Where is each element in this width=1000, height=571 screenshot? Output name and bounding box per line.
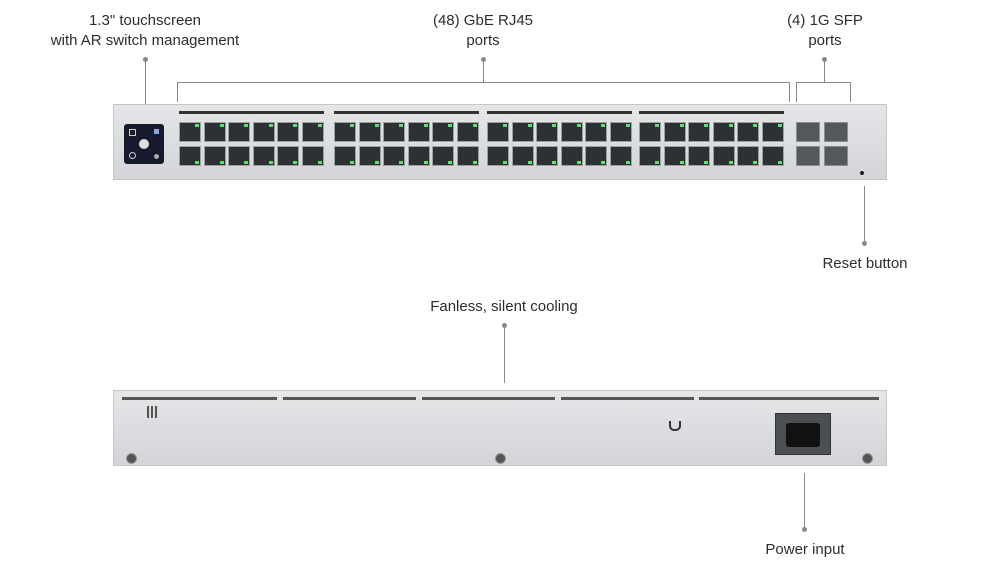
rj45-port[interactable]: [277, 122, 299, 142]
rj45-port[interactable]: [663, 122, 686, 142]
screw-icon: [862, 453, 873, 464]
rj45-port[interactable]: [487, 146, 509, 166]
rj45-port[interactable]: [761, 122, 784, 142]
rj45-port[interactable]: [203, 146, 226, 166]
rj45-port[interactable]: [585, 122, 607, 142]
power-callout: Power input: [765, 541, 845, 558]
rj45-port[interactable]: [383, 146, 405, 166]
rj45-port[interactable]: [511, 122, 534, 142]
port-group-bar: [487, 111, 632, 114]
rear-panel: [113, 390, 887, 466]
rj45-port[interactable]: [203, 122, 226, 142]
rj45-port[interactable]: [487, 122, 509, 142]
rj45-port[interactable]: [511, 146, 534, 166]
rj45-port[interactable]: [179, 146, 201, 166]
sfp-port[interactable]: [824, 122, 848, 142]
rj45-port[interactable]: [639, 146, 661, 166]
rj45-port[interactable]: [609, 122, 632, 142]
power-input-socket[interactable]: [775, 413, 831, 455]
rj45-port[interactable]: [609, 146, 632, 166]
sfp-port[interactable]: [796, 122, 820, 142]
reset-button[interactable]: [860, 171, 864, 175]
rj45-port[interactable]: [560, 122, 583, 142]
rj45-port[interactable]: [432, 122, 454, 142]
rj45-port[interactable]: [536, 122, 558, 142]
rj45-port[interactable]: [585, 146, 607, 166]
rj45-port[interactable]: [358, 122, 381, 142]
rj45-port[interactable]: [252, 146, 275, 166]
rj45-port[interactable]: [334, 122, 356, 142]
qr-code-icon: [147, 406, 159, 418]
rj45-port[interactable]: [663, 146, 686, 166]
rj45-port[interactable]: [179, 122, 201, 142]
rj45-port[interactable]: [407, 122, 430, 142]
sfp-port[interactable]: [824, 146, 848, 166]
touchscreen[interactable]: [124, 124, 164, 164]
port-group-bar: [639, 111, 784, 114]
sfp-callout: (4) 1G SFP ports: [787, 12, 863, 49]
rj45-port[interactable]: [688, 122, 710, 142]
rj45-port[interactable]: [277, 146, 299, 166]
rj45-port[interactable]: [301, 122, 324, 142]
rj45-port[interactable]: [737, 146, 759, 166]
sfp-port[interactable]: [796, 146, 820, 166]
rj45-port[interactable]: [639, 122, 661, 142]
rj45-port[interactable]: [761, 146, 784, 166]
port-group-bar: [179, 111, 324, 114]
rj45-port[interactable]: [228, 146, 250, 166]
rj45-port[interactable]: [228, 122, 250, 142]
rj45-port[interactable]: [334, 146, 356, 166]
front-panel: [113, 104, 887, 180]
rj45-port[interactable]: [301, 146, 324, 166]
ubiquiti-logo-icon: [669, 421, 681, 431]
port-group-bar: [334, 111, 479, 114]
rj45-port[interactable]: [358, 146, 381, 166]
rj45-port[interactable]: [688, 146, 710, 166]
rj45-port[interactable]: [536, 146, 558, 166]
rj45-port[interactable]: [383, 122, 405, 142]
rj45-port[interactable]: [712, 122, 735, 142]
screw-icon: [495, 453, 506, 464]
reset-callout: Reset button: [822, 255, 908, 272]
rj45-port[interactable]: [407, 146, 430, 166]
rj45-port[interactable]: [737, 122, 759, 142]
touchscreen-callout: 1.3" touchscreen with AR switch manageme…: [50, 12, 240, 49]
rj45-port[interactable]: [456, 122, 479, 142]
rj45-port[interactable]: [456, 146, 479, 166]
rj45-port[interactable]: [432, 146, 454, 166]
rj45-port[interactable]: [712, 146, 735, 166]
screw-icon: [126, 453, 137, 464]
rj45-port[interactable]: [252, 122, 275, 142]
rj45-callout: (48) GbE RJ45 ports: [432, 12, 534, 49]
cooling-callout: Fanless, silent cooling: [430, 298, 578, 315]
rj45-port[interactable]: [560, 146, 583, 166]
